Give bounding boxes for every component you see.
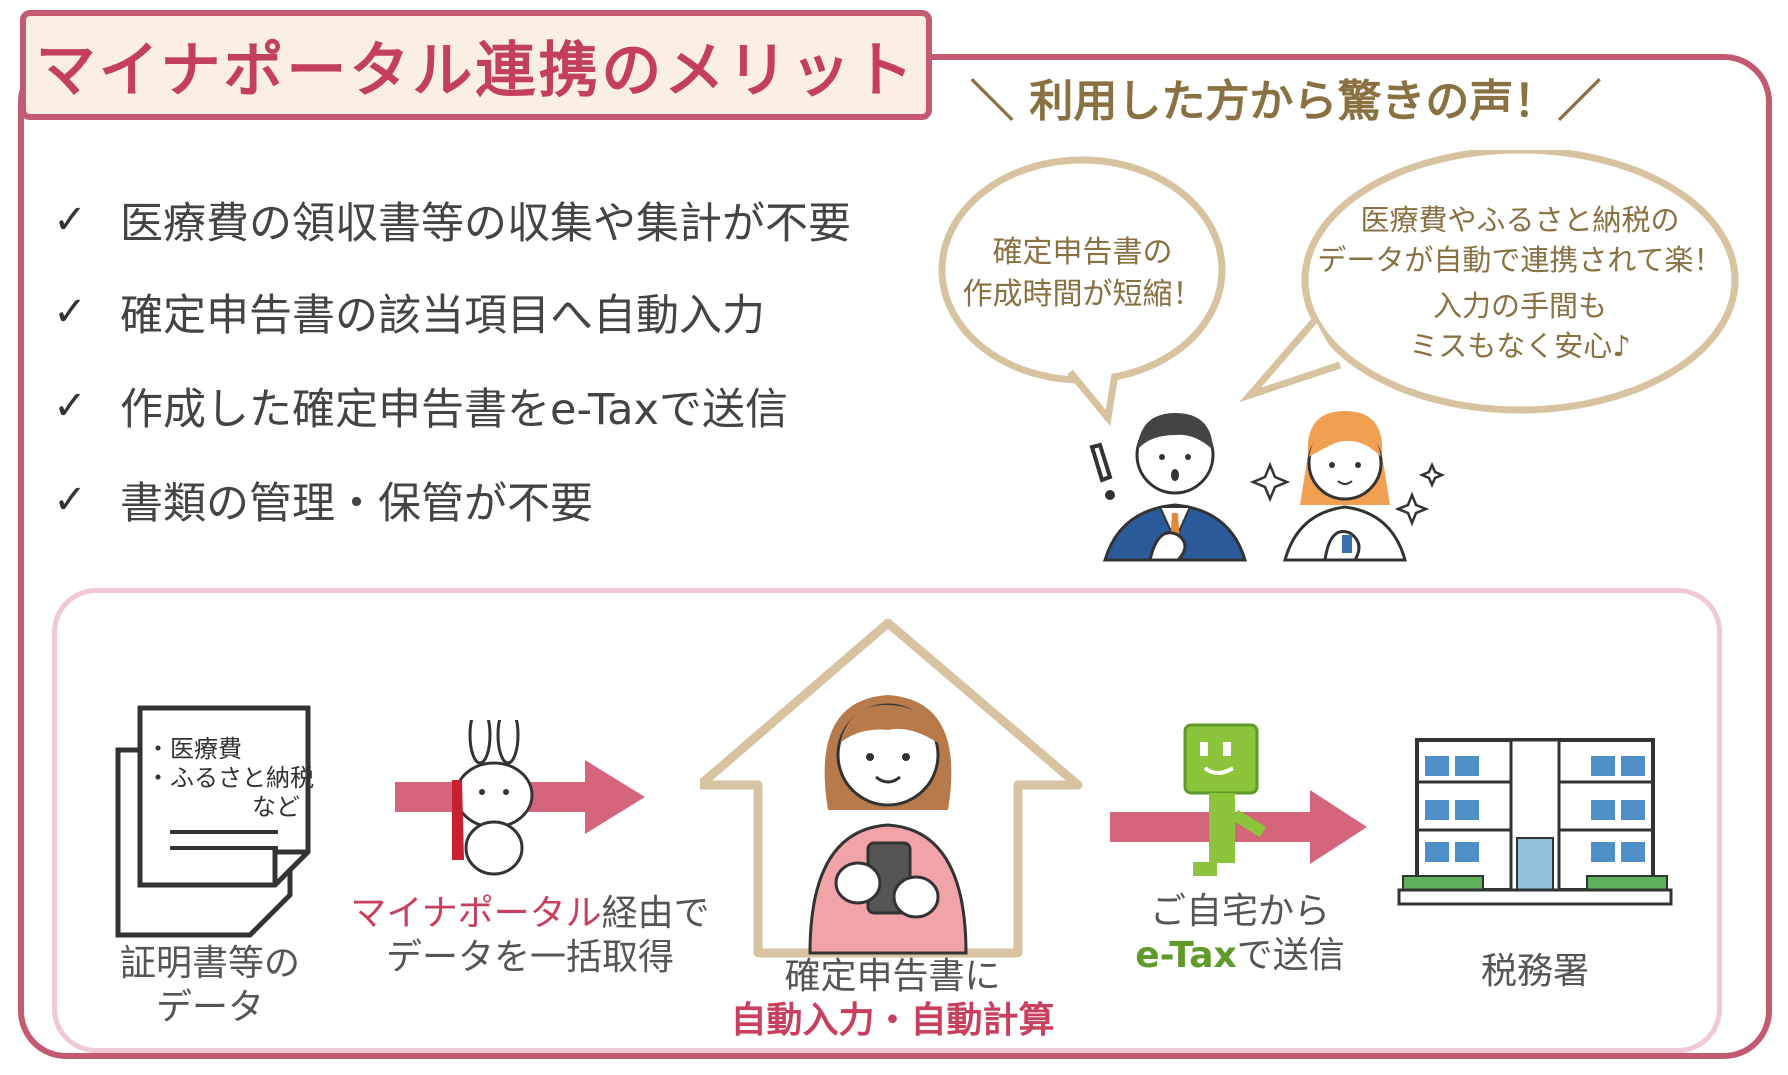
right-bubble-tail [1238, 317, 1342, 403]
caption-line: データを一括取得 [385, 937, 674, 978]
caption-highlight: マイナポータル [350, 893, 602, 934]
speech-bubbles [938, 150, 1739, 427]
portal-caption: マイナポータル経由で データを一括取得 [340, 892, 720, 980]
benefit-item: ✓ 作成した確定申告書をe-Taxで送信 [46, 366, 926, 446]
document-caption: 証明書等の データ [100, 942, 320, 1030]
arrow-portal [395, 720, 645, 876]
caption-line: 自動入力・自動計算 [700, 999, 1085, 1043]
caption-text: で送信 [1236, 935, 1345, 976]
benefit-text: 確定申告書の該当項目へ自動入力 [120, 291, 765, 341]
title-box: マイナポータル連携のメリット [20, 10, 932, 120]
home-caption: 確定申告書に 自動入力・自動計算 [700, 955, 1085, 1043]
benefit-item: ✓ 書類の管理・保管が不要 [46, 460, 926, 540]
flow-box [52, 588, 1722, 1053]
left-bubble-text: 確定申告書の 作成時間が短縮！ [940, 232, 1225, 316]
bubble-line: データが自動で連携されて楽！ [1317, 243, 1723, 277]
caption-line: 証明書等の [119, 943, 300, 984]
house-icon [700, 618, 1083, 958]
surprise-mark-icon [1089, 442, 1115, 500]
etax-mascot-icon [1183, 723, 1267, 876]
right-bubble-text: 医療費やふるさと納税の データが自動で連携されて楽！ 入力の手間も ミスもなく安… [1300, 200, 1740, 366]
people-illustration [1089, 411, 1446, 562]
check-icon: ✓ [53, 383, 87, 429]
caption-line: ご自宅から [1149, 891, 1330, 932]
bubble-line: 入力の手間も [1432, 289, 1607, 323]
page-title: マイナポータル連携のメリット [35, 35, 917, 106]
bubble-line: 医療費やふるさと納税の [1360, 203, 1680, 237]
caption-highlight: e-Tax [1135, 935, 1237, 976]
bubble-line: 作成時間が短縮！ [962, 277, 1203, 312]
office-caption: 税務署 [1480, 951, 1589, 992]
document-line: ・ふるさと納税 [146, 764, 314, 792]
man-figure [1102, 413, 1248, 562]
benefit-text: 作成した確定申告書をe-Taxで送信 [120, 385, 788, 435]
caption-highlight: 自動入力・自動計算 [730, 1000, 1055, 1041]
right-bubble [1301, 150, 1739, 414]
caption-line: 確定申告書に [784, 956, 1001, 997]
benefit-text: 医療費の領収書等の収集や集計が不要 [120, 199, 851, 249]
benefit-item: ✓ 医療費の領収書等の収集や集計が不要 [46, 180, 926, 260]
sparkle-icon [1249, 461, 1446, 527]
caption-line: e-Taxで送信 [1090, 934, 1390, 978]
arrow-head [585, 760, 645, 834]
tax-office-building-icon [1397, 738, 1673, 906]
woman-figure [1283, 411, 1407, 562]
document-contents: ・医療費 ・ふるさと納税 など [146, 735, 314, 822]
bubble-line: 確定申告書の [992, 235, 1173, 270]
etax-caption: ご自宅から e-Taxで送信 [1090, 890, 1390, 978]
document-line: ・医療費 [146, 735, 242, 763]
woman-with-phone-figure [808, 695, 968, 955]
benefit-text: 書類の管理・保管が不要 [120, 479, 593, 529]
benefit-item: ✓ 確定申告書の該当項目へ自動入力 [46, 272, 926, 352]
document-line: など [252, 793, 300, 821]
left-bubble-tail [1067, 369, 1119, 427]
document-icon [115, 705, 311, 938]
caption-line: マイナポータル経由で [340, 892, 720, 936]
arrow-etax [1110, 723, 1367, 876]
check-icon: ✓ [53, 289, 87, 335]
rabbit-mascot-icon [452, 720, 534, 876]
voices-header: ＼ 利用した方から驚きの声！／ [970, 76, 1602, 127]
check-icon: ✓ [53, 477, 87, 523]
caption-line: データ [155, 987, 264, 1028]
check-icon: ✓ [53, 197, 87, 243]
caption-text: 経由で [601, 893, 710, 934]
arrow-head [1310, 790, 1367, 864]
bubble-line: ミスもなく安心♪ [1409, 329, 1631, 363]
